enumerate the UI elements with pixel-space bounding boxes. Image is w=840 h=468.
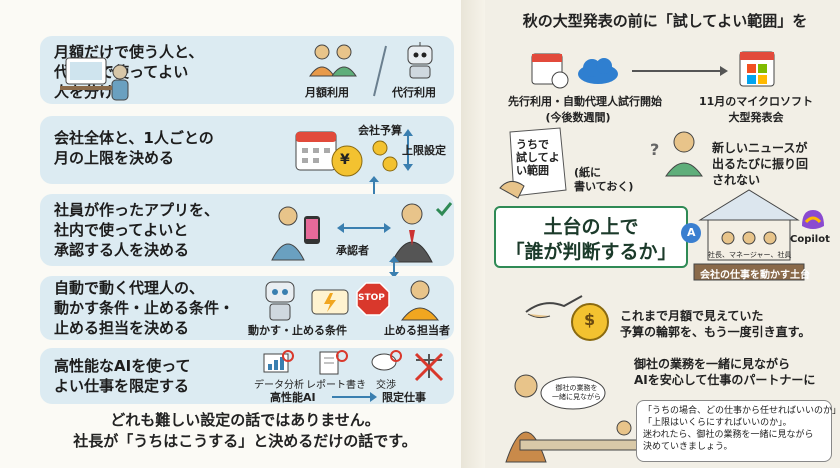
label-report-writing: レポート書き bbox=[306, 380, 366, 391]
power-control-icon bbox=[311, 289, 349, 315]
dollar-symbol: $ bbox=[584, 310, 596, 329]
copilot-logo-icon bbox=[802, 210, 824, 229]
yen-symbol: ¥ bbox=[340, 152, 350, 168]
label-monthly-use: 月額利用 bbox=[305, 86, 349, 99]
panel-app-approval-text: 社員が作ったアプリを、 社内で使ってよいと 承認する人を決める bbox=[54, 201, 220, 259]
stopper-person-icon bbox=[400, 280, 440, 321]
updown-arrow-icon bbox=[403, 129, 413, 171]
stop-sign-text: STOP bbox=[358, 293, 385, 303]
timeline-right-text: 11月のマイクロソフト 大型発表会 bbox=[698, 95, 814, 124]
label-company-budget: 会社予算 bbox=[358, 124, 402, 137]
employee-with-phone-icon bbox=[271, 206, 320, 261]
checkmark-icon bbox=[435, 202, 453, 217]
worker-at-computer-icon bbox=[60, 57, 129, 101]
small-bubble-shape bbox=[540, 376, 606, 410]
foundation-title-box: 土台の上で 「誰が判断するか」 bbox=[494, 206, 688, 268]
panel-agent-control-text: 自動で動く代理人の、 動かす条件・止める条件・ 止める担当を決める bbox=[54, 279, 235, 337]
panel-budget-limit-text: 会社全体と、1人ごとの 月の上限を決める bbox=[54, 129, 214, 167]
meeting-table-icon bbox=[519, 420, 639, 451]
panel-app-approval: 社員が作ったアプリを、 社内で使ってよいと 承認する人を決める 承認者 bbox=[40, 194, 454, 266]
footer-message: どれも難しい設定の話ではありません。 社長が「うちはこうする」と決めるだけの話で… bbox=[73, 411, 417, 450]
label-negotiation: 交渉 bbox=[376, 380, 396, 391]
a-badge-text: A bbox=[687, 226, 696, 239]
right-arrow-icon bbox=[332, 392, 377, 402]
panel-budget-limit: 会社全体と、1人ごとの 月の上限を決める ¥ 会社予算 上限設定 bbox=[40, 116, 454, 184]
left-paper-sheet: 月額だけで使う人と、 代行まで使ってよい 人を分ける 月額利用 代行利用 bbox=[0, 0, 485, 468]
panel-high-perf-ai: 高性能なAIを使って よい仕事を限定する データ分析 レポート書き 交渉 高性能… bbox=[40, 348, 454, 404]
news-text: 新しいニュースが 出るたびに振り回 されない bbox=[712, 141, 809, 187]
paper-caption: (紙に 書いておく) bbox=[574, 166, 634, 193]
panel-agent-control: 自動で動く代理人の、 動かす条件・止める条件・ 止める担当を決める 動かす・止め… bbox=[40, 276, 454, 340]
label-limit-setting: 上限設定 bbox=[402, 144, 446, 157]
right-section: 秋の大型発表の前に「試してよい範囲」を 先行利用・自動代理人試行開始 (今後数週… bbox=[490, 0, 840, 468]
people-caption: 社長、マネージャー、社員 bbox=[708, 251, 792, 259]
label-approver: 承認者 bbox=[336, 244, 369, 257]
label-proxy-use: 代行利用 bbox=[392, 86, 436, 99]
approver-person-icon bbox=[391, 203, 433, 263]
thinking-person-icon bbox=[665, 131, 703, 177]
a-badge-icon bbox=[681, 223, 701, 243]
connector-arrow-2 bbox=[389, 256, 399, 278]
copilot-label: Copilot bbox=[790, 234, 830, 245]
dollar-coin-icon bbox=[571, 303, 609, 341]
label-stopper: 止める担当者 bbox=[384, 324, 450, 337]
calendar-clock-icon bbox=[531, 53, 569, 89]
timeline-left-text: 先行利用・自動代理人試行開始 (今後数週間) bbox=[508, 95, 662, 124]
people-pair-icon bbox=[309, 44, 357, 77]
negotiation-icon bbox=[371, 350, 402, 371]
microsoft-calendar-icon bbox=[739, 51, 775, 87]
label-limited-tasks: 限定仕事 bbox=[382, 391, 426, 404]
small-bubble-text: 御社の業務を 一緒に見ながら bbox=[552, 384, 601, 401]
label-data-analysis: データ分析 bbox=[254, 380, 304, 391]
paper-note-icon bbox=[499, 127, 567, 199]
budget-text: これまで月額で見えていた 予算の輪郭を、もう一度引き直す。 bbox=[620, 309, 811, 339]
panel-high-perf-ai-text: 高性能なAIを使って よい仕事を限定する bbox=[54, 357, 191, 395]
label-start-stop-conditions: 動かす・止める条件 bbox=[248, 324, 347, 337]
data-analysis-icon bbox=[263, 350, 294, 373]
coins-icon bbox=[372, 140, 398, 172]
double-arrow-icon bbox=[337, 223, 391, 233]
paper-note-text: うちで 試してよ い範囲 bbox=[516, 138, 560, 177]
stop-sign-icon bbox=[356, 282, 390, 316]
foundation-base-label: 会社の仕事を動かす土台 bbox=[700, 270, 810, 281]
pen-hand-icon bbox=[525, 295, 583, 319]
cloud-icon bbox=[578, 58, 618, 84]
divider-slash bbox=[373, 45, 387, 97]
robot-icon bbox=[407, 42, 433, 79]
agent-robot-icon bbox=[265, 281, 295, 321]
yen-coin-icon bbox=[331, 145, 363, 177]
question-mark-icon: ? bbox=[650, 140, 660, 159]
report-writing-icon bbox=[319, 350, 348, 375]
right-title: 秋の大型発表の前に「試してよい範囲」を bbox=[522, 12, 808, 30]
quote-bubble: 「うちの場合、どの仕事から任せればいいのか」 「上限はいくらにすればいいのか」。… bbox=[636, 400, 840, 462]
panel-usage-split: 月額だけで使う人と、 代行まで使ってよい 人を分ける 月額利用 代行利用 bbox=[40, 36, 454, 104]
partner-text: 御社の業務を一緒に見ながら AIを安心して仕事のパートナーに bbox=[634, 357, 816, 387]
label-high-perf-ai: 高性能AI bbox=[270, 391, 316, 404]
house-foundation-icon bbox=[693, 189, 805, 281]
timeline-arrow bbox=[632, 66, 728, 76]
scales-crossed-icon bbox=[414, 352, 444, 382]
